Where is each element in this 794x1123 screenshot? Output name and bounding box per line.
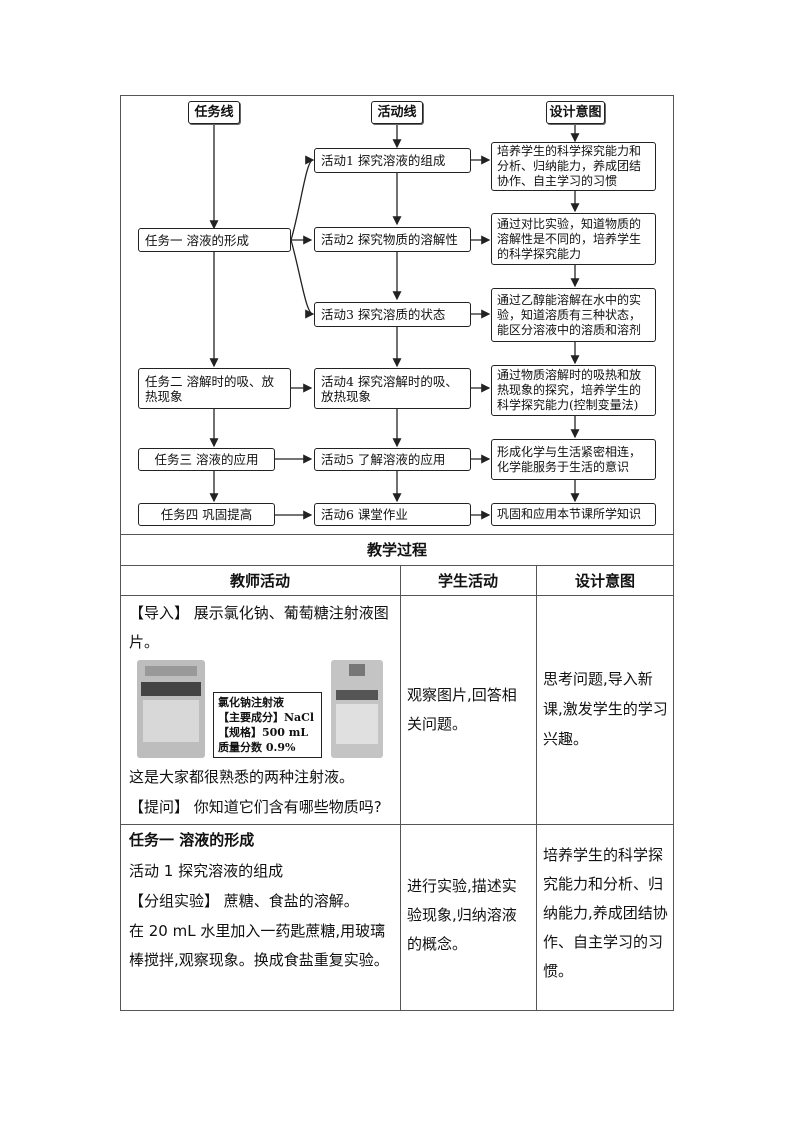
header-design-intent: 设计意图 [546,101,605,124]
activity-4: 活动4 探究溶解时的吸、放热现象 [314,368,471,409]
intro-remark: 这是大家都很熟悉的两种注射液。 [129,763,397,792]
col-design-intent: 设计意图 [536,565,674,595]
task-4: 任务四 巩固提高 [138,503,275,526]
column-divider-1 [400,565,401,1011]
design-1: 培养学生的科学探究能力和分析、归纳能力，养成团结协作、自主学习的习惯 [491,142,656,191]
design-3: 通过乙醇能溶解在水中的实验，知道溶质有三种状态，能区分溶液中的溶质和溶剂 [491,288,656,342]
activity-2: 活动2 探究物质的溶解性 [314,227,471,252]
header-activity-line: 活动线 [371,101,423,124]
design-intent-1: 思考问题,导入新课,激发学生的学习兴趣。 [543,664,669,754]
col-student-activity: 学生活动 [400,565,536,595]
task-3: 任务三 溶液的应用 [138,448,275,471]
divider-row1 [120,824,674,825]
col-teacher-activity: 教师活动 [120,565,400,595]
student-activity-2: 进行实验,描述实验现象,归纳溶液的概念。 [407,872,531,959]
injection-label-box: 氯化钠注射液 【主要成分】NaCl 【规格】500 mL 质量分数 0.9% [213,692,322,758]
sodium-chloride-injection-photo [137,660,205,758]
label-line-1: 氯化钠注射液 [218,695,317,710]
activity-3: 活动3 探究溶质的状态 [314,302,471,327]
activity-heading: 活动 1 探究溶液的组成 [129,857,397,886]
glucose-injection-photo [331,660,383,758]
activity-5: 活动5 了解溶液的应用 [314,448,471,471]
design-intent-2: 培养学生的科学探究能力和分析、归纳能力,养成团结协作、自主学习的习惯。 [543,841,669,986]
header-task-line: 任务线 [188,101,240,124]
lesson-flowchart: 任务线 活动线 设计意图 任务一 溶液的形成 任务二 溶解时的吸、放热现象 任务… [121,96,673,534]
label-line-4: 质量分数 0.9% [218,740,317,755]
student-activity-1: 观察图片,回答相关问题。 [407,681,531,739]
task-heading: 任务一 溶液的形成 [129,826,397,855]
divider-table-header [120,595,674,596]
column-divider-2 [536,565,537,1011]
group-experiment: 【分组实验】 蔗糖、食盐的溶解。 [129,887,397,916]
design-6: 巩固和应用本节课所学知识 [491,503,656,526]
intro-text: 【导入】 展示氯化钠、葡萄糖注射液图片。 [129,599,397,657]
design-4: 通过物质溶解时的吸热和放热现象的探究，培养学生的科学探究能力(控制变量法) [491,365,656,416]
task-2: 任务二 溶解时的吸、放热现象 [138,368,291,409]
design-5: 形成化学与生活紧密相连，化学能服务于生活的意识 [491,439,656,480]
question-text: 【提问】 你知道它们含有哪些物质吗? [129,793,404,822]
activity-6: 活动6 课堂作业 [314,503,471,526]
label-line-2: 【主要成分】NaCl [218,710,317,725]
section-title: 教学过程 [120,534,674,565]
activity-1: 活动1 探究溶液的组成 [314,148,471,173]
task-1: 任务一 溶液的形成 [138,228,291,252]
design-2: 通过对比实验，知道物质的溶解性是不同的，培养学生的科学探究能力 [491,213,656,265]
experiment-steps: 在 20 mL 水里加入一药匙蔗糖,用玻璃棒搅拌,观察现象。换成食盐重复实验。 [129,917,397,975]
label-line-3: 【规格】500 mL [218,725,317,740]
